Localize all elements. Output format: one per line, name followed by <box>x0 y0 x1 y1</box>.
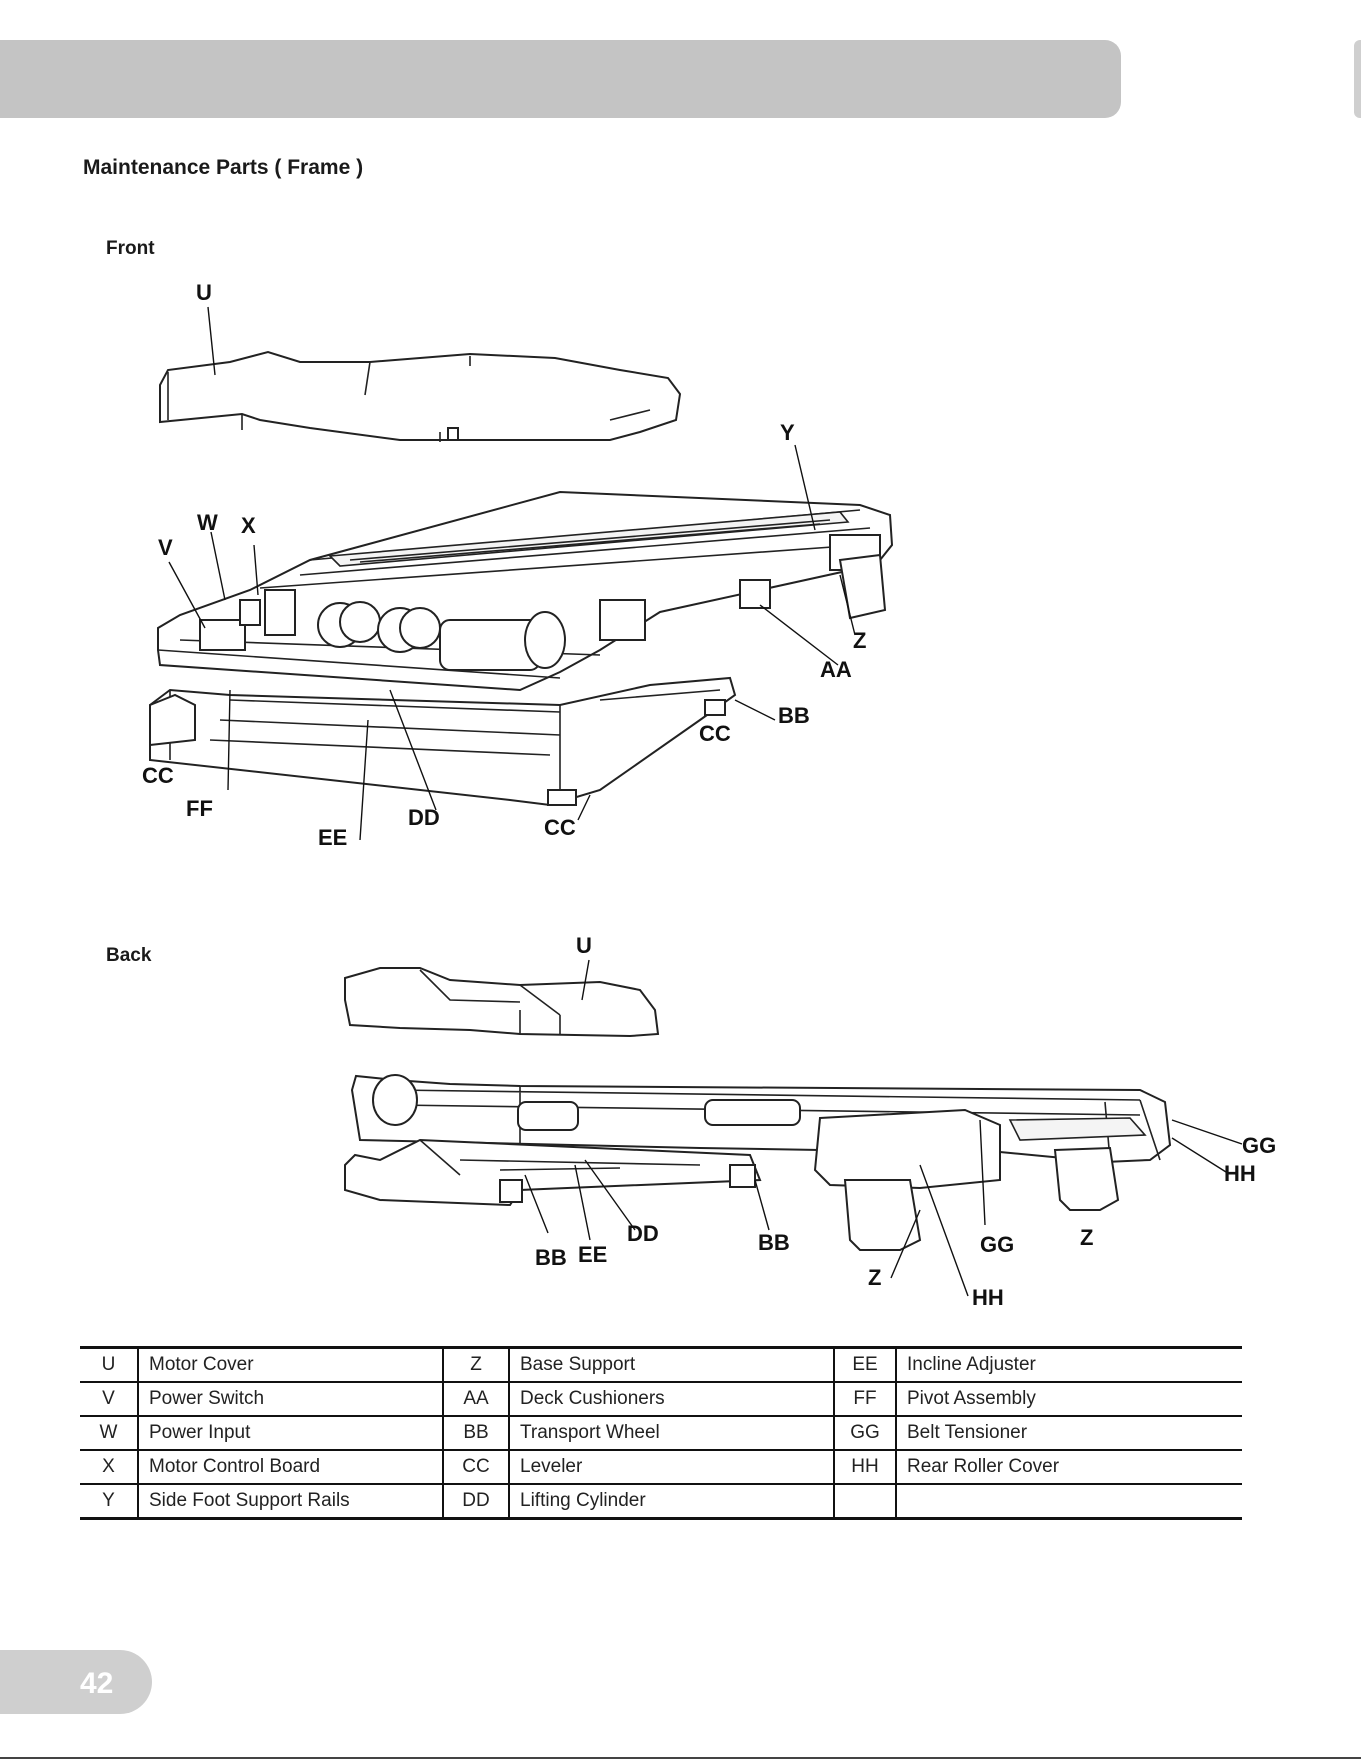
header-bar-edge <box>1354 40 1361 118</box>
callout-label-bb: BB <box>758 1230 790 1255</box>
part-name <box>896 1483 1242 1520</box>
page-number: 42 <box>80 1667 114 1700</box>
part-code: FF <box>833 1381 897 1417</box>
parts-legend-table: U Motor Cover Z Base Support EE Incline … <box>80 1346 1242 1520</box>
bottom-rule <box>0 1757 1361 1759</box>
callout-label-ee: EE <box>318 825 347 850</box>
part-name: Rear Roller Cover <box>896 1449 1242 1485</box>
front-base-frame <box>149 676 737 807</box>
callout-label-hh: HH <box>972 1285 1004 1310</box>
table-row: X Motor Control Board CC Leveler HH Rear… <box>80 1449 1242 1485</box>
callout-label-dd: DD <box>627 1221 659 1246</box>
section-title: Maintenance Parts ( Frame ) <box>83 156 364 179</box>
part-name: Side Foot Support Rails <box>138 1483 443 1520</box>
callout-label-z: Z <box>1080 1225 1093 1250</box>
table-row: U Motor Cover Z Base Support EE Incline … <box>80 1346 1242 1383</box>
part-code: Y <box>80 1483 139 1520</box>
part-code: X <box>80 1449 139 1485</box>
part-name: Leveler <box>509 1449 834 1485</box>
front-frame <box>157 490 894 692</box>
part-name: Power Input <box>138 1415 443 1451</box>
part-name: Incline Adjuster <box>896 1346 1242 1383</box>
part-code: U <box>80 1346 139 1383</box>
part-name: Pivot Assembly <box>896 1381 1242 1417</box>
part-code: EE <box>833 1346 897 1383</box>
part-name: Deck Cushioners <box>509 1381 834 1417</box>
table-row: W Power Input BB Transport Wheel GG Belt… <box>80 1415 1242 1451</box>
part-code: AA <box>442 1381 510 1417</box>
back-base-frame <box>344 1138 762 1207</box>
callout-label-ee: EE <box>578 1242 607 1267</box>
header-bar <box>0 40 1121 118</box>
table-row: V Power Switch AA Deck Cushioners FF Piv… <box>80 1381 1242 1417</box>
callout-label-cc: CC <box>142 763 174 788</box>
part-code: BB <box>442 1415 510 1451</box>
callout-label-gg: GG <box>980 1232 1014 1257</box>
callout-label-u: U <box>576 933 592 958</box>
part-name: Lifting Cylinder <box>509 1483 834 1520</box>
front-motor-cover <box>159 350 682 442</box>
part-name: Motor Control Board <box>138 1449 443 1485</box>
back-motor-cover <box>344 967 660 1038</box>
part-code: V <box>80 1381 139 1417</box>
callout-label-cc: CC <box>544 815 576 840</box>
callout-label-aa: AA <box>820 657 852 682</box>
callout-label-bb: BB <box>535 1245 567 1270</box>
part-code: GG <box>833 1415 897 1451</box>
callout-label-hh: HH <box>1224 1161 1256 1186</box>
table-row: Y Side Foot Support Rails DD Lifting Cyl… <box>80 1483 1242 1520</box>
callout-label-u: U <box>196 280 212 305</box>
callout-label-v: V <box>158 535 173 560</box>
front-view-label: Front <box>106 238 155 259</box>
part-name: Power Switch <box>138 1381 443 1417</box>
part-name: Motor Cover <box>138 1346 443 1383</box>
callout-label-z: Z <box>868 1265 881 1290</box>
callout-label-bb: BB <box>778 703 810 728</box>
callout-label-dd: DD <box>408 805 440 830</box>
part-code: DD <box>442 1483 510 1520</box>
callout-label-z: Z <box>853 628 866 653</box>
page-number-tab <box>0 1650 152 1714</box>
back-frame <box>350 1074 1172 1251</box>
part-code: Z <box>442 1346 510 1383</box>
callout-label-ff: FF <box>186 796 213 821</box>
part-name: Base Support <box>509 1346 834 1383</box>
callout-label-x: X <box>241 513 256 538</box>
callout-label-w: W <box>197 510 218 535</box>
callout-label-gg: GG <box>1242 1133 1276 1158</box>
part-code: W <box>80 1415 139 1451</box>
part-code: CC <box>442 1449 510 1485</box>
callout-label-y: Y <box>780 420 795 445</box>
part-name: Transport Wheel <box>509 1415 834 1451</box>
part-code: HH <box>833 1449 897 1485</box>
part-name: Belt Tensioner <box>896 1415 1242 1451</box>
callout-label-cc: CC <box>699 721 731 746</box>
back-view-label: Back <box>106 945 152 966</box>
part-code <box>833 1483 897 1520</box>
